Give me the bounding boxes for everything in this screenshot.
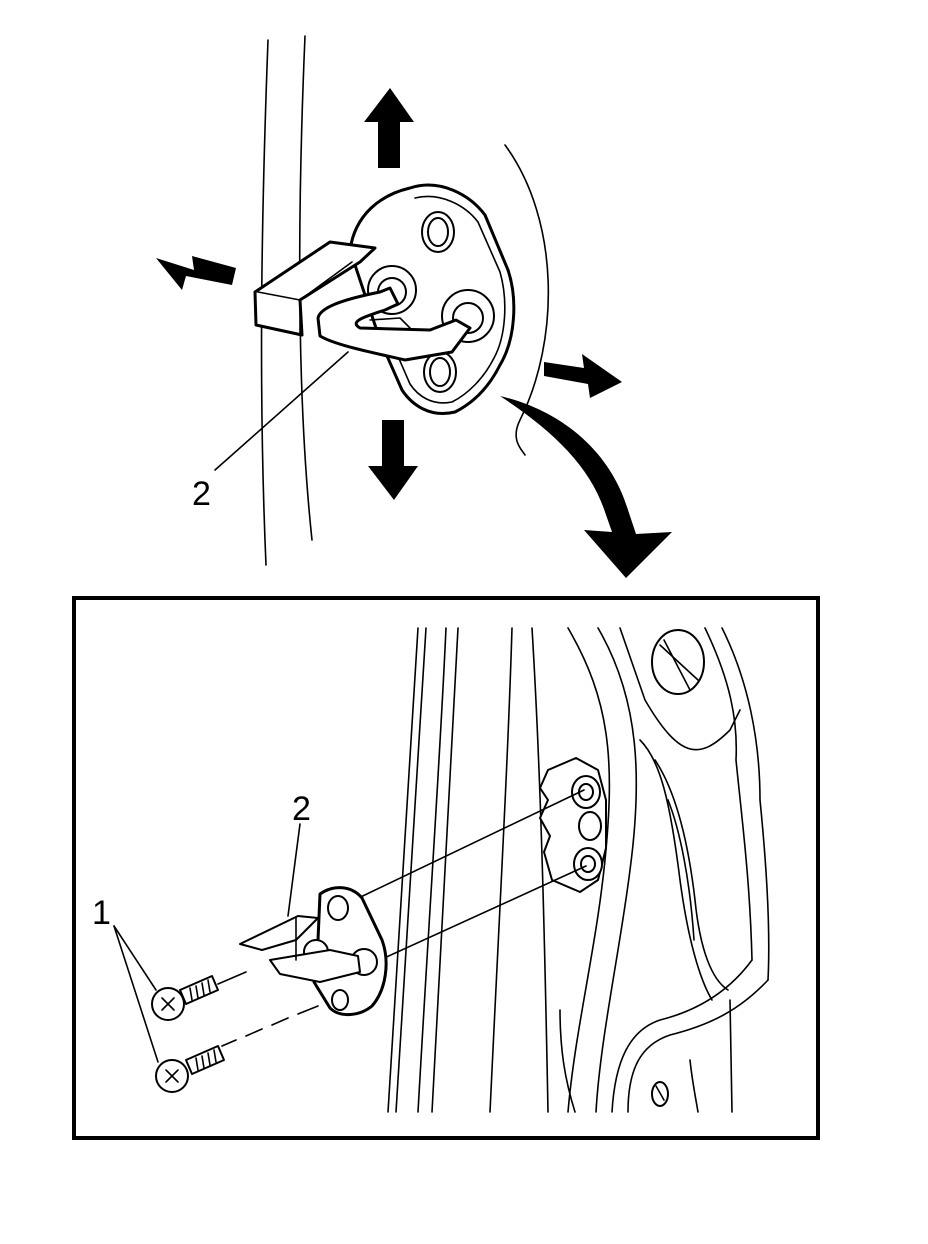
inset-striker [239, 886, 388, 1016]
upper-guide-line [345, 789, 585, 905]
access-hole [651, 629, 705, 695]
arrow-down-icon [368, 420, 418, 500]
arrow-left-icon [156, 256, 236, 290]
inset-bolts-label: 1 [92, 894, 111, 932]
inset-view: 2 1 [72, 596, 820, 1140]
curved-arrow-icon [500, 396, 672, 578]
top-view: 2 [156, 35, 672, 578]
inset-striker-leader [287, 823, 301, 917]
striker-guard [253, 240, 377, 337]
bolt-leader-upper [113, 925, 157, 991]
lower-guide-line [357, 865, 587, 971]
inset-striker-label: 2 [292, 790, 311, 828]
top-callout-label: 2 [192, 475, 211, 513]
top-callout-leader [214, 351, 349, 471]
bolt-leader-lower [113, 925, 159, 1063]
inset-body-lines [387, 627, 770, 1113]
upper-bolt [151, 975, 219, 1021]
lower-bolt [155, 1045, 225, 1093]
lower-bolt-line [221, 1005, 319, 1047]
arrow-right-icon [544, 354, 622, 398]
arrow-up-icon [364, 88, 414, 168]
body-tapping-plate [539, 757, 607, 893]
striker-loop [316, 286, 472, 362]
upper-bolt-line [217, 971, 247, 985]
inset-frame [72, 596, 820, 1140]
